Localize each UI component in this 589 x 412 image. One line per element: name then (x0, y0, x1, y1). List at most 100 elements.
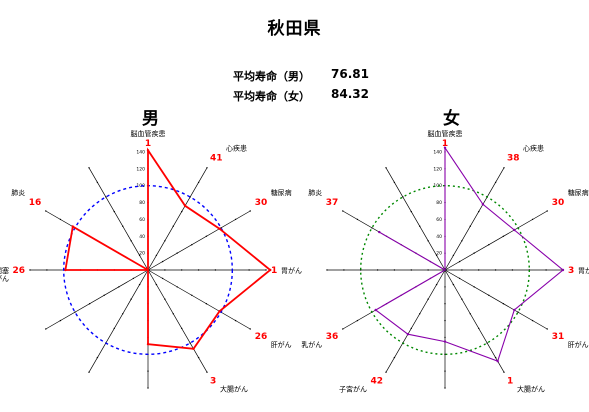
male-axis-label: がん (0, 274, 9, 283)
male-axis-label: 心疾患 (226, 143, 247, 152)
female-axis-4-tick (502, 303, 505, 305)
male-axis-8-tick (103, 294, 105, 296)
female-radial-tick-label: 140 (433, 150, 442, 156)
male-radial-tick-label: 140 (136, 150, 145, 156)
female-axis-4-tick (458, 277, 461, 280)
male-axis-2-tick (220, 227, 222, 229)
female-axis-2-tick (531, 218, 534, 221)
male-radial-tick-label: 60 (139, 217, 145, 223)
male-rank-label: 1 (145, 139, 151, 149)
male-axis-7-tick (138, 283, 141, 286)
male-rank-label: 26 (255, 332, 268, 342)
male-rank-label: 16 (29, 198, 42, 208)
male-axis-label: 脳血管疾患 (131, 129, 166, 138)
female-axis-6-tick (444, 319, 446, 322)
male-axis-2-tick (205, 235, 208, 237)
female-axis-11-tick (385, 167, 387, 169)
life-expectancy-male-value: 76.81 (331, 67, 369, 81)
female-radial-tick-label: 120 (433, 166, 442, 172)
female-axis-4-tick (488, 294, 490, 296)
female-axis-5-tick (461, 298, 463, 300)
female-axis-6-tick (444, 303, 446, 305)
female-axis-10-tick (356, 218, 359, 221)
male-axis-8-tick (118, 286, 120, 288)
female-axis-label: 脳血管疾患 (428, 129, 463, 138)
female-radial-tick-label: 80 (436, 200, 442, 206)
male-axis-label: 肺炎 (11, 189, 25, 197)
female-axis-2-tick (488, 244, 490, 246)
male-axis-label: 肝がん (271, 340, 292, 349)
male-axis-7 (88, 269, 149, 373)
female-data-point (481, 203, 485, 206)
male-axis-2-tick (234, 218, 237, 221)
male-axis-2-tick (249, 210, 251, 212)
male-axis-8 (45, 269, 149, 330)
female-axis-11-tick (410, 210, 412, 213)
male-axis-6-tick (147, 387, 149, 389)
female-axis-6-tick (444, 336, 446, 339)
male-radial-tick-label: 40 (139, 234, 145, 240)
male-data-point (218, 227, 221, 230)
male-axis-11-tick (138, 254, 141, 257)
female-axis-1-tick (494, 181, 497, 184)
male-axis-4-tick (191, 294, 193, 296)
female-rank-label: 42 (370, 377, 383, 387)
female-rank-label: 36 (326, 332, 339, 342)
male-rank-label: 1 (271, 266, 277, 276)
female-axis-3-tick (478, 269, 480, 271)
female-axis-5-tick (452, 283, 455, 286)
female-radial-tick-label: 60 (436, 217, 442, 223)
female-rank-label: 38 (507, 153, 520, 163)
female-axis-6-tick (444, 370, 446, 372)
male-axis-11-tick (113, 210, 116, 213)
female-axis-label: 肝がん (568, 340, 589, 349)
male-axis-5-tick (197, 356, 200, 359)
male-axis-1-tick (155, 254, 158, 257)
life-expectancy-female-value: 84.32 (331, 87, 369, 101)
female-data-point (513, 308, 516, 312)
female-radar-chart: 20406080100120140脳血管疾患138心疾患30糖尿病3胃がん31肝… (301, 129, 589, 394)
male-rank-label: 41 (210, 153, 223, 163)
female-data-point (443, 146, 447, 149)
male-radial-tick-label: 20 (139, 251, 145, 257)
male-axis-2-tick (176, 252, 178, 254)
female-chart-title: 女 (443, 109, 460, 129)
male-data-point (192, 347, 195, 350)
female-axis-4 (444, 269, 548, 330)
female-axis-7-tick (385, 371, 387, 373)
female-radial-tick-label: 40 (436, 234, 442, 240)
page-title: 秋田県 (267, 19, 322, 39)
female-axis-4-tick (473, 286, 475, 288)
male-data-point (218, 310, 221, 313)
female-axis-11-tick (402, 196, 404, 198)
female-axis-7-tick (410, 327, 412, 330)
female-axis-5-tick (478, 327, 480, 330)
female-data-point (443, 340, 447, 343)
male-axis-3-tick (248, 269, 250, 271)
male-axis-5-tick (189, 342, 191, 344)
female-axis-1-tick (452, 254, 455, 257)
male-axis-5 (147, 269, 208, 373)
female-axis-label: 乳がん (301, 340, 322, 349)
female-axis-5-tick (503, 371, 505, 373)
male-axis-5-tick (155, 283, 158, 286)
male-axis-2-tick (161, 260, 164, 263)
male-axis-label: 慢性閉塞 (0, 266, 9, 275)
male-axis-1 (147, 167, 208, 271)
female-axis-2-tick (473, 252, 475, 254)
male-rank-label: 30 (255, 198, 268, 208)
male-axis-2 (147, 210, 251, 271)
life-expectancy-male-label: 平均寿命（男） (233, 70, 310, 83)
female-axis-1-tick (503, 167, 505, 169)
female-axis-11-tick (393, 181, 396, 184)
male-axis-9-tick (29, 269, 31, 271)
female-axis-9-tick (376, 269, 379, 271)
female-axis-11-tick (435, 254, 438, 257)
male-data-point (269, 268, 272, 272)
female-axis-11 (385, 167, 446, 271)
male-radial-tick-label: 80 (139, 200, 145, 206)
male-axis-label: 大腸がん (220, 385, 248, 394)
female-axis-4-tick (517, 311, 519, 313)
male-axis-4-tick (176, 286, 178, 288)
